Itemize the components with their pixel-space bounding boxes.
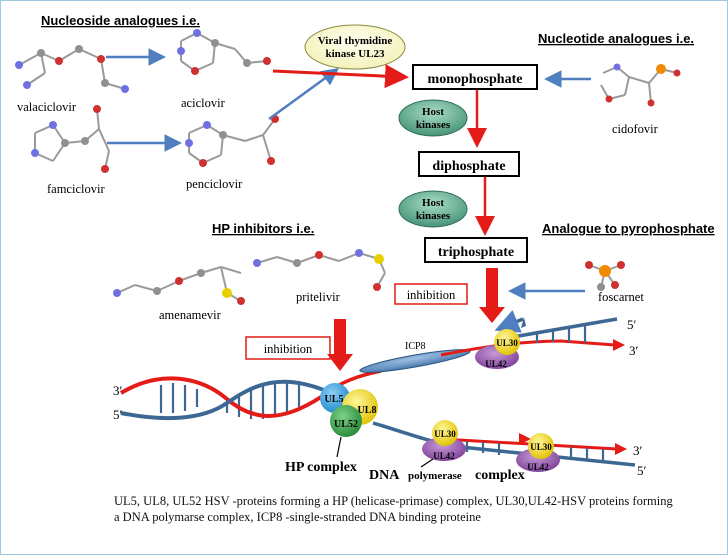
ul8-label: UL8: [358, 405, 377, 416]
ul42-lower-protein-1: [422, 437, 466, 461]
host-kinases-2-line1: Host: [422, 197, 444, 209]
heading-hp-inhibitors: HP inhibitors i.e.: [212, 221, 314, 236]
inhibition-box-helicase: [245, 336, 331, 360]
ul52-label: UL52: [334, 419, 358, 430]
lower-three-prime-label: 3′: [633, 443, 643, 458]
viral-kinase-label-line1: Viral thymidine: [318, 35, 393, 47]
amenamevir-molecule-icon: [113, 266, 245, 305]
pritelivir-molecule-icon: [253, 249, 386, 291]
hp-complex-pointer: [336, 436, 342, 458]
heading-pyrophosphate-analogue: Analogue to pyrophosphate: [542, 221, 715, 236]
hp-complex-label: HP complex: [285, 460, 357, 475]
ul30-upper-protein: [494, 329, 520, 355]
cidofovir-molecule-icon: [600, 63, 681, 107]
label-foscarnet: foscarnet: [598, 290, 644, 304]
ul42-lower-label-2: UL42: [527, 462, 549, 472]
label-cidofovir: cidofovir: [612, 122, 659, 136]
inhibition-label-helicase: inhibition: [264, 342, 313, 356]
upper-template-arrowhead: [521, 317, 526, 328]
upper-template-arrow: [494, 310, 524, 333]
ul52-protein: [330, 405, 362, 437]
upper-three-prime-label: 3′: [629, 343, 639, 358]
arrow-to-monophosphate: [272, 64, 409, 89]
label-famciclovir: famciclovir: [47, 182, 105, 196]
viral-thymidine-kinase-ellipse: [304, 24, 406, 70]
label-aciclovir: aciclovir: [181, 96, 226, 110]
host-kinases-1-line1: Host: [422, 106, 444, 118]
label-penciclovir: penciclovir: [186, 177, 243, 191]
monophosphate-label: monophosphate: [428, 72, 523, 87]
upper-replication-fork: [440, 317, 625, 357]
diphosphate-label: diphosphate: [432, 159, 505, 174]
ul30-lower-protein-2: [528, 433, 554, 459]
monophosphate-box: [412, 64, 538, 90]
dna-pol-complex-pointer: [420, 458, 434, 468]
host-kinases-2-line2: kinases: [416, 210, 451, 222]
valaciclovir-molecule-icon: [15, 45, 129, 93]
arrow-penciclovir-to-kinase: [268, 68, 340, 121]
label-valaciclovir: valaciclovir: [17, 100, 77, 114]
heading-nucleoside-analogues: Nucleoside analogues i.e.: [41, 13, 200, 28]
ul30-lower-label-1: UL30: [434, 429, 456, 439]
aciclovir-molecule-icon: [177, 29, 271, 75]
ul30-upper-label: UL30: [496, 338, 518, 348]
ul30-lower-protein-1: [432, 420, 458, 446]
red-inhibition-arrow-polymerase: [479, 268, 505, 323]
ul5-label: UL5: [325, 394, 344, 405]
lower-replication-fork: [372, 421, 636, 467]
ul42-lower-label-1: UL42: [433, 451, 455, 461]
famciclovir-molecule-icon: [31, 105, 110, 173]
penciclovir-molecule-icon: [185, 115, 279, 167]
triphosphate-label: triphosphate: [438, 245, 514, 260]
label-pritelivir: pritelivir: [296, 290, 341, 304]
dna-pol-label-a: DNA: [369, 468, 400, 483]
host-kinases-ellipse-1: [398, 99, 468, 137]
foscarnet-molecule-icon: [585, 261, 625, 291]
lower-five-prime-label: 5′: [637, 463, 647, 478]
host-kinases-ellipse-2: [398, 190, 468, 228]
icp8-label: ICP8: [405, 341, 426, 352]
heading-nucleotide-analogues: Nucleotide analogues i.e.: [538, 31, 694, 46]
ul42-upper-label: UL42: [485, 359, 507, 369]
viral-kinase-label-line2: kinase UL23: [326, 48, 385, 60]
helix-three-prime-label: 3′: [113, 383, 123, 398]
diphosphate-box: [418, 151, 520, 177]
red-inhibition-arrow-helicase: [327, 319, 353, 371]
ul30-lower-label-2: UL30: [530, 442, 552, 452]
inhibition-box-polymerase: [394, 283, 468, 305]
helix-five-prime-label: 5′: [113, 407, 123, 422]
figure-caption: UL5, UL8, UL52 HSV -proteins forming a H…: [114, 494, 673, 524]
triphosphate-box: [424, 237, 528, 263]
inhibition-label-polymerase: inhibition: [407, 288, 456, 302]
label-amenamevir: amenamevir: [159, 308, 222, 322]
upper-five-prime-label: 5′: [627, 317, 637, 332]
host-kinases-1-line2: kinases: [416, 119, 451, 131]
dna-pol-label-c: complex: [475, 468, 525, 483]
dna-pol-label-b: polymerase: [408, 470, 462, 482]
